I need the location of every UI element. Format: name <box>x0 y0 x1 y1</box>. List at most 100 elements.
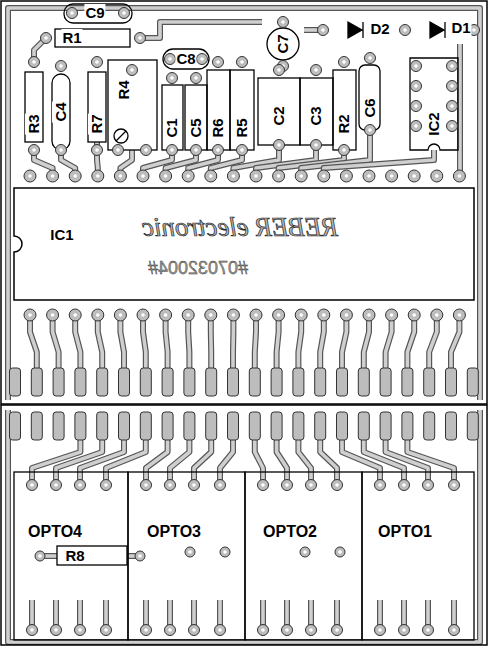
drill-hole <box>30 628 34 632</box>
edge-pad <box>53 412 64 440</box>
solder-pad <box>127 65 138 76</box>
drill-hole <box>277 313 281 317</box>
optocoupler-outline <box>128 472 245 640</box>
part-label: C5 <box>187 117 204 138</box>
label-anchor: R3 <box>25 113 43 134</box>
copper-trace <box>386 315 392 372</box>
edge-pad <box>10 412 21 440</box>
solder-pad <box>160 170 172 182</box>
part-label: R8 <box>64 547 85 564</box>
copper-trace <box>256 145 316 176</box>
solder-pad <box>258 625 269 636</box>
part-label: C9 <box>84 4 105 21</box>
edge-pad <box>228 412 239 440</box>
edge-pad <box>119 412 130 440</box>
solder-pad <box>273 309 285 321</box>
label-anchor: R1 <box>61 29 82 47</box>
label-anchor: REBER electronic <box>141 212 339 243</box>
solder-pad <box>411 61 422 72</box>
edge-pad <box>380 412 391 440</box>
label-anchor: OPTO2 <box>262 523 318 541</box>
solder-pad <box>69 170 81 182</box>
copper-trace <box>170 440 189 485</box>
trimmer-symbol <box>116 131 126 141</box>
solder-pad <box>165 625 176 636</box>
drill-hole <box>104 483 108 487</box>
drill-hole <box>299 174 303 178</box>
board-number: #07032004# <box>147 258 249 279</box>
drill-hole <box>54 483 58 487</box>
part-label: R1 <box>61 29 82 46</box>
drill-hole <box>200 57 204 61</box>
label-anchor: D1 <box>450 19 471 37</box>
copper-trace <box>320 440 337 485</box>
solder-pad <box>51 480 62 491</box>
drill-hole <box>73 174 77 178</box>
capacitor-symbol <box>52 74 70 150</box>
copper-trace <box>298 440 311 485</box>
edge-pad <box>402 412 413 440</box>
solder-pad <box>92 309 104 321</box>
drill-hole <box>96 174 100 178</box>
solder-pad <box>215 480 226 491</box>
solder-pad <box>141 145 152 156</box>
copper-trace <box>342 315 346 372</box>
part-label: R4 <box>115 79 132 100</box>
edge-pad <box>337 412 348 440</box>
copper-trace <box>8 8 480 400</box>
drill-hole <box>218 628 222 632</box>
copper-trace <box>364 315 369 372</box>
drill-hole <box>78 483 82 487</box>
solder-pad <box>365 53 376 64</box>
copper-trace <box>8 410 480 642</box>
copper-trace <box>53 315 59 372</box>
solder-pad <box>449 625 460 636</box>
copper-trace <box>407 315 414 372</box>
drill-hole <box>368 56 372 60</box>
resistor-symbol <box>207 70 230 150</box>
solder-pad <box>191 145 202 156</box>
copper-trace <box>208 315 214 372</box>
solder-pad <box>185 547 195 557</box>
drill-hole <box>96 313 100 317</box>
copper-trace <box>429 315 437 372</box>
solder-pad <box>340 170 352 182</box>
copper-trace <box>188 315 189 372</box>
solder-pad <box>423 625 434 636</box>
solder-pad <box>182 170 194 182</box>
drill-hole <box>368 128 372 132</box>
drill-hole <box>254 313 258 317</box>
copper-trace <box>386 315 392 372</box>
solder-pad <box>27 625 38 636</box>
copper-trace <box>298 315 301 372</box>
solder-pad <box>295 170 307 182</box>
label-anchor: C1 <box>163 117 181 138</box>
solder-pad <box>141 625 152 636</box>
copper-trace <box>451 315 459 372</box>
solder-pad <box>27 480 38 491</box>
drill-hole <box>170 148 174 152</box>
resistor-symbol <box>25 72 43 142</box>
label-anchor: OPTO4 <box>27 523 83 541</box>
part-label: OPTO2 <box>262 523 318 541</box>
drill-hole <box>216 60 220 64</box>
drill-hole <box>168 628 172 632</box>
diode-symbol <box>348 22 363 38</box>
solder-pad <box>258 480 269 491</box>
copper-trace <box>320 440 337 485</box>
solder-pad <box>114 170 126 182</box>
copper-trace <box>407 440 454 485</box>
solder-pad <box>47 309 59 321</box>
solder-pad <box>205 309 217 321</box>
solder-pad <box>69 309 81 321</box>
edge-pad <box>358 368 369 396</box>
edge-pad <box>53 368 64 396</box>
drill-hole <box>335 483 339 487</box>
drill-hole <box>141 174 145 178</box>
capacitor-symbol <box>64 4 132 23</box>
drill-hole <box>141 313 145 317</box>
copper-trace <box>188 315 189 372</box>
drill-hole <box>188 550 192 554</box>
label-anchor: C4 <box>52 101 70 122</box>
optocoupler-outline <box>245 472 362 640</box>
